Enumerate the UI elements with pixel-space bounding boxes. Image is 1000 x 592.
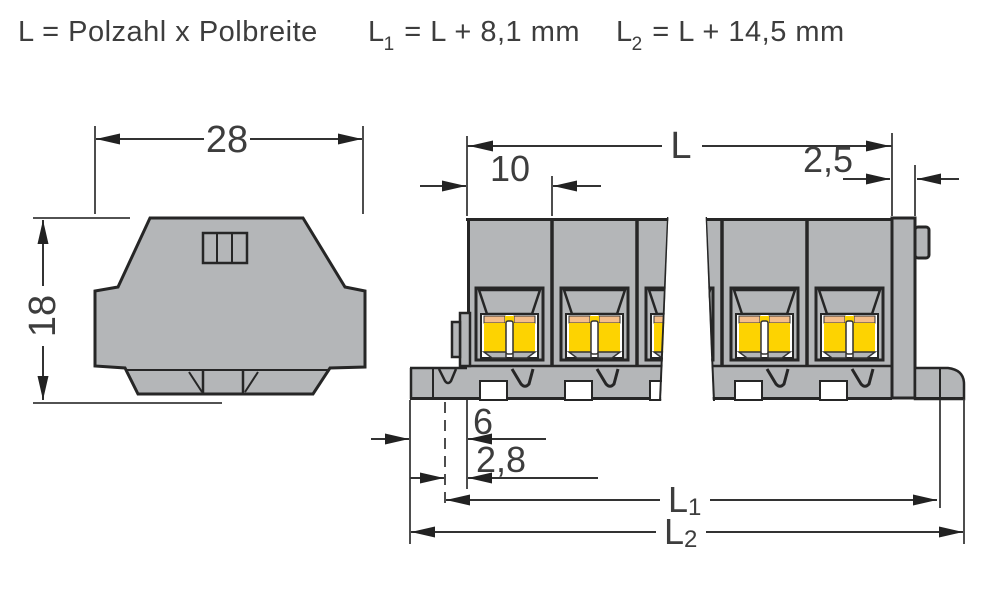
formula-l1-rest: = L + 8,1 mm xyxy=(404,16,581,48)
front-view-left-portion xyxy=(409,216,669,402)
foot-claw xyxy=(510,368,535,388)
dim-width-28: 28 xyxy=(206,119,248,161)
dim-pitch-10: 10 xyxy=(490,148,530,189)
dim-l2: L2 xyxy=(664,511,697,553)
dim-l1: L1 xyxy=(668,479,701,521)
dimension-layer: 28 18 L 10 2,5 6 2,8 L1 L2 xyxy=(22,119,965,553)
formula-l2: L2 = L + 14,5 mm xyxy=(616,16,845,55)
fixing-hole-notch xyxy=(437,368,458,385)
formula-l1: L1 = L + 8,1 mm xyxy=(368,16,581,55)
rail-chamfer-right xyxy=(244,371,259,393)
break-edge-left xyxy=(659,216,669,402)
formula-l2-base: L xyxy=(616,16,633,48)
formula-l2-subscript: 2 xyxy=(631,33,643,55)
side-view xyxy=(93,216,367,396)
formula-l1-base: L xyxy=(368,16,385,48)
side-view-body xyxy=(93,216,367,396)
front-view-right-portion xyxy=(705,216,966,402)
dim-hole-2-8: 2,8 xyxy=(476,439,526,480)
foot-claw xyxy=(765,368,790,388)
dim-length-L: L xyxy=(670,125,691,167)
left-end-lug-outer xyxy=(450,320,462,359)
rail-chamfer-left xyxy=(188,371,203,393)
formula-pole-length: L = Polzahl x Polbreite xyxy=(18,16,318,48)
marking-field xyxy=(201,231,249,265)
foot-claw xyxy=(850,368,875,388)
foot-claw xyxy=(595,368,620,388)
dim-end-2-5: 2,5 xyxy=(803,139,853,180)
formula-l2-rest: = L + 14,5 mm xyxy=(652,16,845,48)
dim-foot-6: 6 xyxy=(473,401,493,442)
end-wall xyxy=(890,216,917,400)
break-edge-right xyxy=(705,216,715,402)
formula-l1-subscript: 1 xyxy=(383,33,395,55)
dim-height-18: 18 xyxy=(22,295,64,337)
left-end-lug xyxy=(458,311,472,368)
right-end-tab xyxy=(913,225,931,260)
